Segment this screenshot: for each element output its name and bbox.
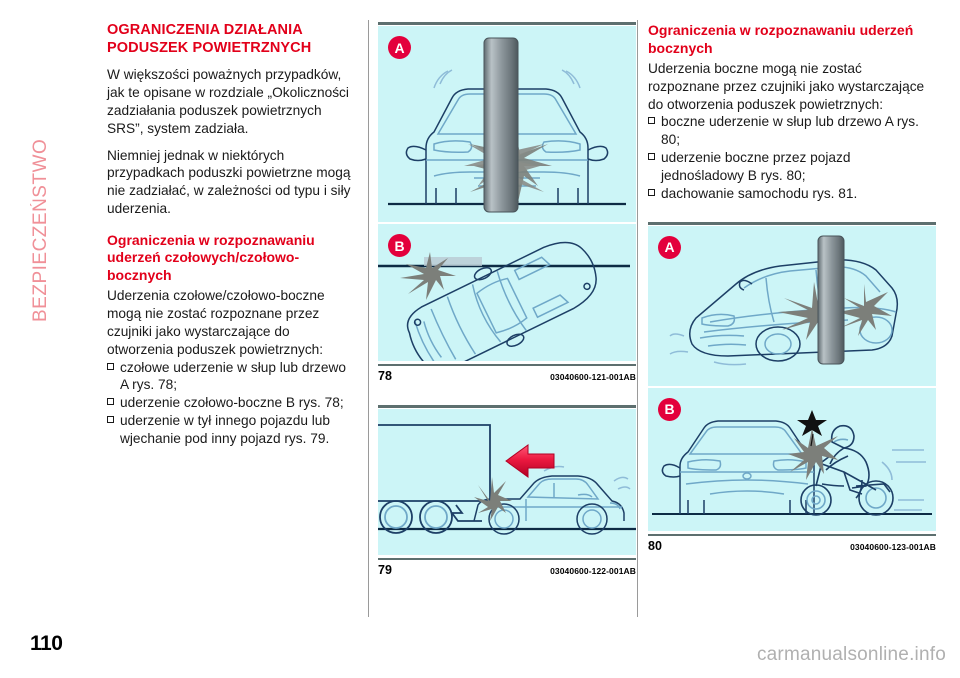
list-item: dachowanie samochodu rys. 81. (648, 185, 936, 203)
illustration-motorcycle-side-impact (652, 409, 932, 516)
square-bullet-icon (648, 153, 655, 161)
figure-number: 80 (648, 538, 662, 553)
list-item: uderzenie boczne przez pojazd jednoślado… (648, 149, 936, 185)
figure-top-rule (378, 405, 636, 408)
text-column-left: OGRANICZENIA DZIAŁANIA PODUSZEK POWIETRZ… (107, 22, 357, 448)
figure-79: 79 03040600-122-001AB (378, 405, 636, 577)
square-bullet-icon (107, 398, 114, 406)
page-title: OGRANICZENIA DZIAŁANIA PODUSZEK POWIETRZ… (107, 22, 312, 56)
panel-badge-b: B (388, 234, 411, 257)
figure-79-panel (378, 409, 636, 555)
figure-80-panel-a: A (648, 225, 936, 386)
figure-code: 03040600-121-001AB (550, 372, 636, 382)
figure-top-rule (378, 22, 636, 25)
figure-code: 03040600-122-001AB (550, 566, 636, 576)
illustration-oblique-frontal-impact (378, 241, 630, 361)
illustration-frontal-pole-impact (388, 37, 626, 213)
square-bullet-icon (648, 117, 655, 125)
square-bullet-icon (107, 362, 114, 370)
content-column-right: Ograniczenia w rozpoznawaniu uderzeń boc… (648, 22, 936, 553)
page-number: 110 (30, 632, 63, 655)
list-item-label: uderzenie czołowo-boczne B rys. 78; (120, 395, 344, 411)
list-item: uderzenie czołowo-boczne B rys. 78; (107, 394, 357, 412)
list-item: uderzenie w tył innego pojazdu lub wjech… (107, 412, 357, 448)
column-divider-2 (637, 20, 638, 617)
panel-badge-a: A (658, 235, 681, 259)
figure-80: A (648, 221, 936, 553)
figure-code: 03040600-123-001AB (850, 541, 936, 552)
panel-badge-a: A (388, 36, 411, 59)
list-item-label: uderzenie boczne przez pojazd jednoślado… (661, 150, 851, 183)
figure-80-caption: 80 03040600-123-001AB (648, 533, 936, 553)
list-item-label: dachowanie samochodu rys. 81. (661, 185, 858, 201)
square-bullet-icon (107, 416, 114, 424)
figure-top-rule (648, 221, 936, 225)
figure-78: A (378, 22, 636, 383)
figure-column-middle: A (378, 22, 636, 577)
illustration-under-ride-truck (378, 424, 636, 535)
figure-78-panel-b: B (378, 224, 636, 361)
paragraph-frontal: Uderzenia czołowe/czołowo-boczne mogą ni… (107, 288, 325, 357)
watermark: carmanualsonline.info (756, 644, 946, 665)
figure-78-caption: 78 03040600-121-001AB (378, 364, 636, 383)
figure-number: 79 (378, 563, 392, 577)
subsection-title-side: Ograniczenia w rozpoznawaniu uderzeń boc… (648, 22, 914, 56)
panel-badge-b: B (658, 397, 681, 421)
figure-78-panel-a: A (378, 26, 636, 222)
figure-79-caption: 79 03040600-122-001AB (378, 558, 636, 577)
paragraph-side: Uderzenia boczne mogą nie zostać rozpozn… (648, 61, 925, 112)
figure-number: 78 (378, 369, 392, 383)
subsection-title-frontal: Ograniczenia w rozpoznawaniu uderzeń czo… (107, 231, 315, 283)
list-item-label: uderzenie w tył innego pojazdu lub wjech… (120, 413, 331, 446)
paragraph-intro-2: Niemniej jednak w niektórych przypadkach… (107, 147, 351, 217)
illustration-side-pole-impact (669, 235, 899, 365)
paragraph-intro-1: W większości poważnych przypadków, jak t… (107, 67, 349, 136)
list-item: boczne uderzenie w słup lub drzewo A rys… (648, 113, 936, 149)
list-item-label: boczne uderzenie w słup lub drzewo A rys… (661, 114, 919, 148)
column-divider-1 (368, 20, 369, 617)
section-tab-bezpieczenstwo: BEZPIECZEŃSTWO (30, 138, 51, 322)
bullet-list-side: boczne uderzenie w słup lub drzewo A rys… (648, 113, 936, 202)
figure-80-panel-b: B (648, 387, 936, 531)
bullet-list-frontal: czołowe uderzenie w słup lub drzewo A ry… (107, 359, 357, 448)
list-item: czołowe uderzenie w słup lub drzewo A ry… (107, 359, 357, 395)
list-item-label: czołowe uderzenie w słup lub drzewo A ry… (120, 359, 346, 393)
square-bullet-icon (648, 188, 655, 196)
